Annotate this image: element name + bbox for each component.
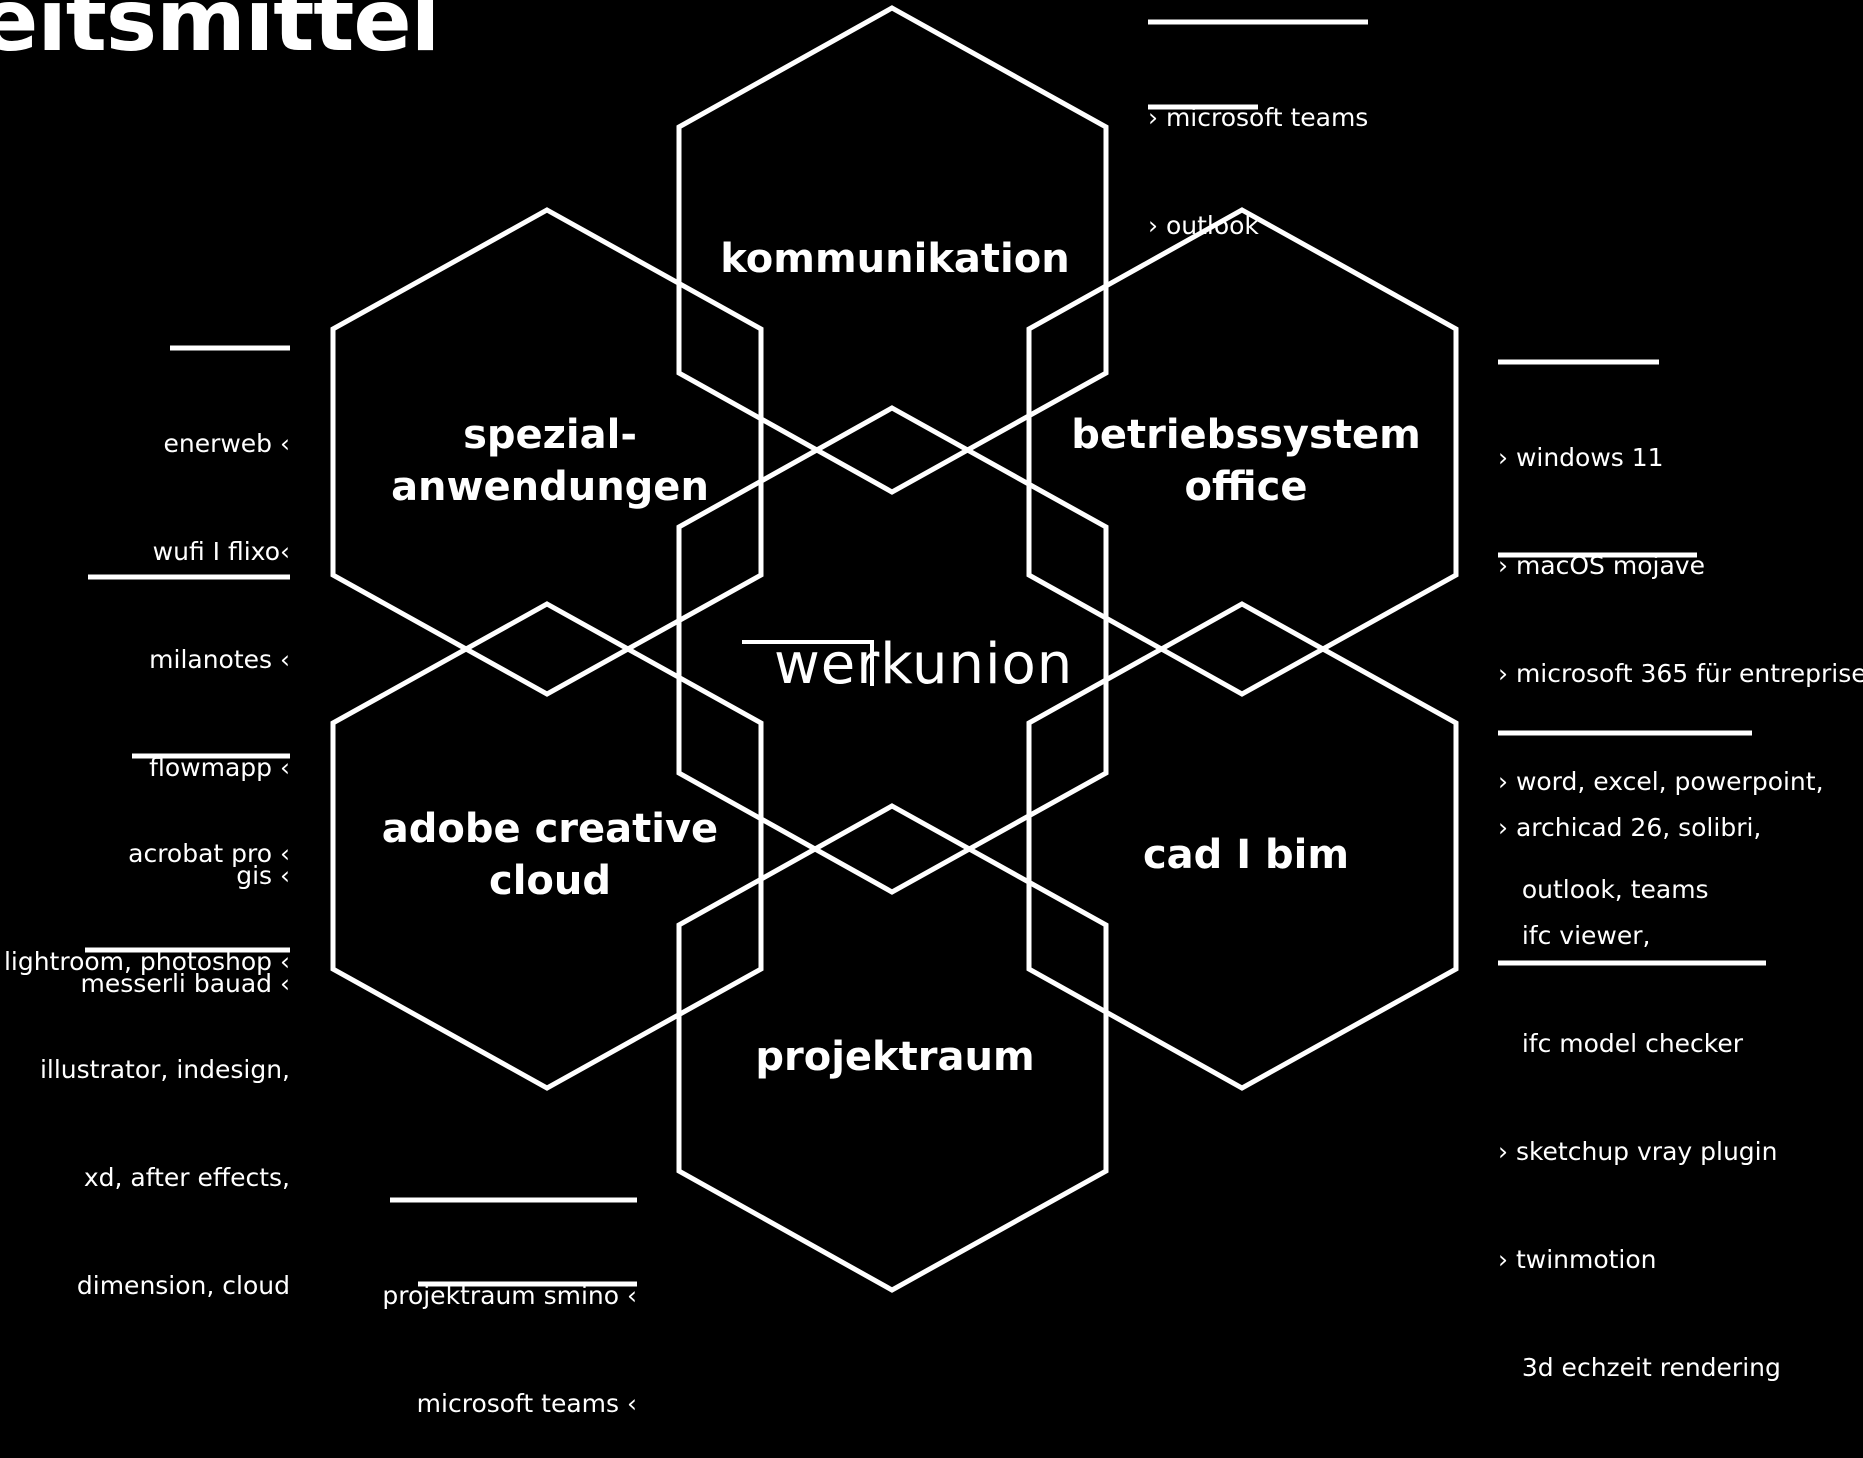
hexagon-adobe-creative-cloud[interactable]	[330, 601, 764, 1091]
list-item: flowmapp ‹	[149, 753, 290, 782]
list-item: ifc viewer,	[1498, 921, 1651, 950]
list-item: ifc model checker	[1498, 1029, 1744, 1058]
list-adobe-creative-cloud: acrobat pro ‹ lightroom, photoshop ‹ ill…	[4, 764, 290, 1340]
list-item: projektraum smino ‹	[382, 1281, 637, 1310]
list-projektraum: projektraum smino ‹ microsoft teams ‹	[382, 1206, 637, 1458]
list-item: › microsoft teams	[1148, 103, 1369, 132]
hexagon-center	[676, 405, 1109, 895]
list-item: wufi I flixo‹	[152, 537, 290, 566]
list-item: enerweb ‹	[163, 429, 290, 458]
list-item: xd, after effects,	[83, 1163, 290, 1192]
label-cad-bim: cad I bim	[1143, 832, 1349, 878]
logo-text: werkunion	[774, 632, 1074, 697]
label-betrieb-line2: office	[1185, 464, 1308, 510]
list-item: lightroom, photoshop ‹	[3, 947, 290, 976]
label-adobe-line1: adobe creative	[382, 806, 718, 852]
list-item: › word, excel, powerpoint,	[1498, 767, 1824, 796]
hexagon-kommunikation[interactable]	[676, 5, 1109, 495]
hexagon-diagram: kommunikation spezial- anwendungen betri…	[85, 5, 1766, 1293]
list-item: › archicad 26, solibri,	[1498, 813, 1762, 842]
list-item: messerli bauad ‹	[80, 969, 290, 998]
list-item: milanotes ‹	[149, 645, 290, 674]
list-kommunikation: › microsoft teams › outlook	[1148, 28, 1368, 280]
hexagon-spezialanwendungen[interactable]	[330, 207, 764, 697]
label-spezial-line2: anwendungen	[391, 464, 709, 510]
hexagon-cad-bim[interactable]	[1026, 601, 1459, 1091]
page-title: eitsmittel	[0, 0, 440, 71]
label-kommunikation: kommunikation	[720, 236, 1069, 282]
hexagon-projektraum[interactable]	[676, 803, 1109, 1293]
list-item: gis ‹	[236, 861, 290, 890]
list-item: › macOS mojave	[1498, 551, 1705, 580]
list-item: › windows 11	[1498, 443, 1664, 472]
list-item: › microsoft 365 für entreprise	[1498, 659, 1863, 688]
list-item: outlook, teams	[1498, 875, 1709, 904]
list-item: 3d echzeit rendering	[1498, 1353, 1781, 1382]
list-spezialanwendungen: enerweb ‹ wufi I flixo‹ milanotes ‹ flow…	[81, 354, 290, 1038]
hexagon-betriebssystem-office[interactable]	[1026, 207, 1459, 697]
list-item: dimension, cloud	[76, 1271, 290, 1300]
label-adobe-line2: cloud	[489, 858, 611, 904]
label-projektraum: projektraum	[755, 1034, 1034, 1080]
list-item: › twinmotion	[1498, 1245, 1657, 1274]
label-betrieb-line1: betriebssystem	[1071, 412, 1421, 458]
label-spezial-line1: spezial-	[463, 412, 637, 458]
list-item: › sketchup vray plugin	[1498, 1137, 1778, 1166]
list-item: microsoft teams ‹	[416, 1389, 637, 1418]
list-betriebssystem-office: › windows 11 › macOS mojave › microsoft …	[1498, 368, 1863, 944]
list-cad-bim: › archicad 26, solibri, ifc viewer, ifc …	[1498, 738, 1781, 1422]
logo-rule	[742, 640, 874, 644]
werkunion-logo: werkunion	[742, 632, 1072, 702]
list-item: › outlook	[1148, 211, 1259, 240]
list-item: illustrator, indesign,	[39, 1055, 290, 1084]
logo-tick	[870, 640, 874, 686]
list-item: acrobat pro ‹	[128, 839, 290, 868]
